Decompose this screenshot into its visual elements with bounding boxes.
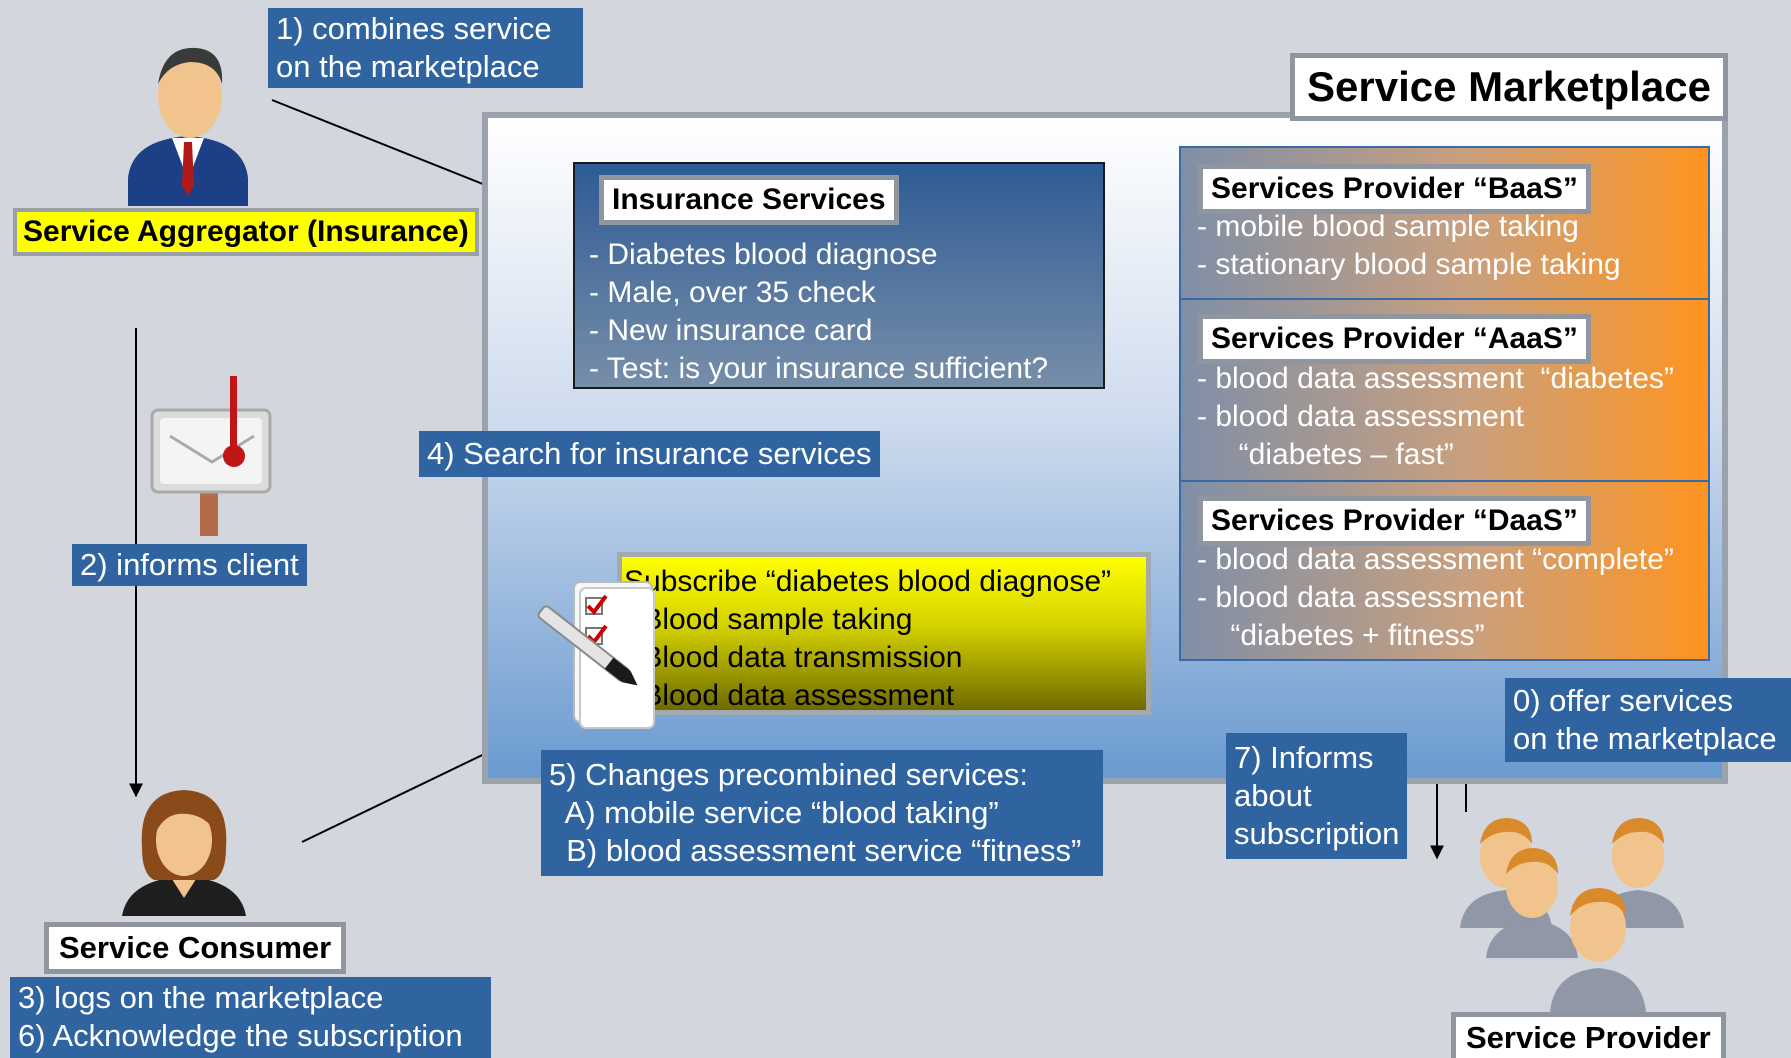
- provider-divider: [1181, 480, 1708, 482]
- subscribe-item: - Blood data transmission: [624, 641, 963, 674]
- step-informs-subscription-line: about: [1234, 778, 1312, 813]
- provider-aaas-item: - blood data assessment: [1197, 400, 1524, 433]
- step-informs-subscription-line: subscription: [1234, 816, 1400, 851]
- insurance-item: - Male, over 35 check: [589, 276, 876, 309]
- provider-daas-items: - blood data assessment “complete” - blo…: [1197, 541, 1674, 655]
- insurance-item: - Diabetes blood diagnose: [589, 238, 938, 271]
- provider-baas-item: - stationary blood sample taking: [1197, 248, 1621, 281]
- provider-aaas-items: - blood data assessment “diabetes” - blo…: [1197, 360, 1674, 474]
- step-combines-line: 1) combines service: [276, 11, 552, 46]
- consumer-person-icon: [122, 790, 246, 916]
- consumer-name: Service Consumer: [44, 922, 347, 974]
- provider-baas-items: - mobile blood sample taking - stationar…: [1197, 208, 1621, 284]
- checklist-icon: [537, 581, 655, 729]
- aggregator-person-icon: [128, 47, 248, 206]
- step-informs-subscription-label: 7) Informs about subscription: [1226, 733, 1407, 859]
- step-informs-client-label: 2) informs client: [72, 544, 307, 586]
- step-informs-subscription-line: 7) Informs: [1234, 740, 1374, 775]
- subscribe-item: - Blood sample taking: [624, 603, 913, 636]
- insurance-services-title: Insurance Services: [599, 175, 899, 225]
- subscribe-box: Subscribe “diabetes blood diagnose” - Bl…: [617, 552, 1151, 715]
- insurance-item: - Test: is your insurance sufficient?: [589, 352, 1049, 385]
- step-logs-on-label: 3) logs on the marketplace 6) Acknowledg…: [10, 977, 491, 1058]
- step-logs-on-line: 3) logs on the marketplace: [18, 980, 384, 1015]
- step-changes-line: A) mobile service “blood taking”: [549, 795, 999, 830]
- service-providers-box: Services Provider “BaaS” - mobile blood …: [1179, 146, 1710, 661]
- step-changes-line: B) blood assessment service “fitness”: [549, 833, 1082, 868]
- step-search-label: 4) Search for insurance services: [419, 431, 880, 477]
- mailbox-icon: [150, 376, 272, 536]
- step-logs-on-line: 6) Acknowledge the subscription: [18, 1018, 463, 1053]
- subscribe-item: - Blood data assessment: [624, 679, 955, 712]
- provider-daas-title: Services Provider “DaaS”: [1198, 496, 1591, 546]
- aggregator-name: Service Aggregator (Insurance): [13, 208, 479, 256]
- provider-baas-item: - mobile blood sample taking: [1197, 210, 1579, 243]
- subscribe-title: Subscribe “diabetes blood diagnose”: [624, 565, 1111, 598]
- step-offer-label: 0) offer services on the marketplace: [1505, 678, 1791, 762]
- step-changes-label: 5) Changes precombined services: A) mobi…: [541, 750, 1103, 876]
- provider-name: Service Provider: [1451, 1012, 1726, 1058]
- provider-divider: [1181, 298, 1708, 300]
- step-combines-line: on the marketplace: [276, 49, 540, 84]
- provider-daas-item: - blood data assessment: [1197, 581, 1524, 614]
- provider-baas-title: Services Provider “BaaS”: [1198, 164, 1591, 214]
- provider-aaas-title: Services Provider “AaaS”: [1198, 314, 1591, 364]
- provider-daas-item: “diabetes + fitness”: [1197, 619, 1485, 652]
- provider-daas-item: - blood data assessment “complete”: [1197, 543, 1674, 576]
- provider-aaas-item: - blood data assessment “diabetes”: [1197, 362, 1674, 395]
- marketplace-title: Service Marketplace: [1290, 53, 1728, 121]
- provider-aaas-item: “diabetes – fast”: [1197, 438, 1454, 471]
- step-combines-label: 1) combines service on the marketplace: [268, 8, 583, 88]
- step-offer-line: on the marketplace: [1513, 721, 1777, 756]
- step-offer-line: 0) offer services: [1513, 683, 1733, 718]
- step-changes-line: 5) Changes precombined services:: [549, 757, 1029, 792]
- provider-group-icon: [1460, 818, 1684, 1012]
- insurance-item: - New insurance card: [589, 314, 873, 347]
